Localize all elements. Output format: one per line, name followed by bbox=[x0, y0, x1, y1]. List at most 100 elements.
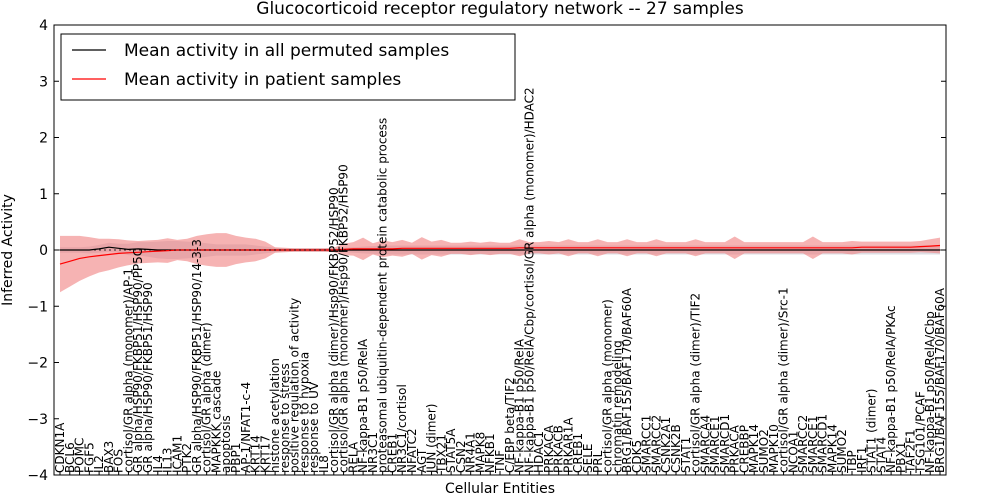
x-tick-label: NFATC2 bbox=[405, 428, 419, 473]
x-tick-label: BRG1/BAF155/BAF170/BAF60A bbox=[620, 287, 634, 473]
chart-title: Glucocorticoid receptor regulatory netwo… bbox=[256, 0, 744, 19]
x-tick-label: response to hypoxia bbox=[297, 352, 311, 473]
x-tick-label: GR alpha/HSP90/FKBP51/HSP90/14-3-3 bbox=[190, 239, 204, 473]
x-tick-label: FOS bbox=[112, 449, 126, 473]
x-tick-label: NFKB1 bbox=[483, 433, 497, 473]
plot-frame bbox=[53, 24, 947, 476]
x-tick-label: proteasomal ubiquitin-dependent protein … bbox=[376, 118, 390, 473]
x-tick-label: NF-kappa-B1 p50/RelA bbox=[356, 338, 370, 473]
x-tick-label: cortisol/GR alpha (dimer)/TIF2 bbox=[689, 293, 703, 473]
x-tick-label: C/EBP beta/TIF2 bbox=[503, 377, 517, 473]
x-tick-label: SUMO2 bbox=[757, 429, 771, 473]
legend-label-permuted: Mean activity in all permuted samples bbox=[124, 41, 449, 61]
x-tick-label: IL2 bbox=[92, 455, 106, 473]
y-tick-label: −1 bbox=[27, 299, 48, 315]
x-tick-label: BCL6 bbox=[63, 442, 77, 473]
x-tick-label: response to stress bbox=[278, 363, 292, 473]
y-tick-label: 2 bbox=[39, 131, 48, 147]
x-tick-label: NR3C1/cortisol bbox=[395, 384, 409, 473]
x-tick-label: PRKAR1A bbox=[561, 417, 575, 473]
x-tick-label: CSNK2B bbox=[669, 424, 683, 473]
x-tick-label: cortisol/GR alpha (dimer) bbox=[200, 322, 214, 473]
x-tick-label: TNF bbox=[493, 450, 507, 474]
x-tick-label: MAPKKK cascade bbox=[209, 371, 223, 473]
x-tick-label: CSN2 bbox=[454, 440, 468, 473]
x-tick-label: cortisol/GR alpha (dimer)/Src-1 bbox=[777, 287, 791, 473]
x-tick-label: SMARCD1 bbox=[718, 414, 732, 473]
x-tick-label: positive regulation of activity bbox=[288, 298, 302, 473]
x-tick-label: SELE bbox=[581, 444, 595, 473]
x-tick-label: MAPK14 bbox=[747, 424, 761, 473]
x-tick-label: CREB1 bbox=[571, 433, 585, 473]
x-tick-label: IL4 bbox=[151, 455, 165, 473]
x-tick-label: SMARCC1 bbox=[640, 415, 654, 473]
x-tick-label: PBX1 bbox=[894, 442, 908, 473]
y-tick-label: 1 bbox=[39, 187, 48, 203]
x-tick-label: NR3C1 bbox=[366, 432, 380, 473]
x-tick-label: BRG1/BAF155/BAF170/BAF60A bbox=[933, 287, 947, 473]
x-tick-label: cortisol/GR alpha (monomer) bbox=[601, 299, 615, 473]
x-tick-label: NCOA1 bbox=[786, 431, 800, 473]
x-tick-label: chromatin remodeling bbox=[610, 340, 624, 473]
x-tick-label: NF-kappa-B1 p50/RelA bbox=[513, 338, 527, 473]
x-tick-label: BAX3 bbox=[102, 441, 116, 473]
x-tick-label: TBX21 bbox=[434, 434, 448, 474]
x-tick-label: SUMO2 bbox=[835, 429, 849, 473]
x-tick-label: IL8 bbox=[317, 455, 331, 473]
x-tick-label: PRKACA bbox=[728, 424, 742, 473]
x-axis-label: Cellular Entities bbox=[445, 481, 555, 497]
x-tick-label: STAT1 (dimer) bbox=[865, 389, 879, 473]
x-tick-label: MAPK8 bbox=[473, 432, 487, 473]
x-tick-label: FGF5 bbox=[82, 442, 96, 473]
x-tick-label: AP-1/NFAT1-c-4 bbox=[239, 382, 253, 473]
x-tick-label: HDAC1 bbox=[532, 431, 546, 473]
x-tick-label: SMARCD1 bbox=[816, 414, 830, 473]
x-tick-label: ICAM1 bbox=[170, 435, 184, 473]
x-tick-label: cortisol/GR alpha (monomer)/Hsp90/FKBP52… bbox=[337, 164, 351, 473]
x-tick-label: AGT bbox=[415, 448, 429, 473]
x-tick-label: TBP bbox=[845, 450, 859, 474]
x-tick-label: MAPK14 bbox=[825, 424, 839, 473]
x-tick-label: CREB1 bbox=[385, 433, 399, 473]
x-tick-label: SMARCA4 bbox=[698, 415, 712, 473]
x-tick-label: CDK5 bbox=[630, 440, 644, 473]
x-tick-label: NF-kappa-B1 p50/RelA/Cbp bbox=[923, 311, 937, 473]
y-tick-label: −4 bbox=[27, 468, 48, 484]
x-tick-label: PTK2 bbox=[180, 443, 194, 473]
x-tick-label: apoptosis bbox=[219, 415, 233, 473]
x-tick-label: POMC bbox=[73, 438, 87, 473]
x-tick-label: GR alpha/HSP90/FKBP51/HSP90 bbox=[141, 282, 155, 473]
x-tick-label: cortisol/GR alpha (dimer)/Hsp90/FKBP52/H… bbox=[327, 187, 341, 473]
x-tick-label: KRT14 bbox=[249, 435, 263, 473]
legend-label-patient: Mean activity in patient samples bbox=[124, 70, 401, 90]
x-tick-label: STAT1 bbox=[679, 437, 693, 473]
x-tick-label: STAT4 bbox=[874, 437, 888, 473]
y-tick-label: 3 bbox=[39, 74, 48, 90]
x-tick-label: NF-kappa-B1 p50/RelA/PKAc bbox=[884, 305, 898, 473]
x-tick-label: TAF2F1 bbox=[904, 429, 918, 474]
y-tick-label: −2 bbox=[27, 356, 48, 372]
x-tick-label: PBP1 bbox=[229, 443, 243, 473]
y-axis-label: Inferred Activity bbox=[0, 194, 16, 306]
x-tick-label: JUN (dimer) bbox=[425, 404, 439, 474]
x-tick-label: KRT17 bbox=[258, 435, 272, 473]
x-tick-label: CREBBP bbox=[737, 425, 751, 473]
x-tick-label: CDKN1A bbox=[53, 422, 67, 473]
x-tick-label: TSG101/PCAF bbox=[913, 391, 927, 474]
y-tick-label: −3 bbox=[27, 412, 48, 428]
x-tick-label: cortisol/GR alpha (monomer)/AP-1 bbox=[121, 268, 135, 473]
x-tick-label: SMARCC2 bbox=[796, 415, 810, 473]
x-tick-label: response to UV bbox=[307, 381, 321, 473]
series-1-line bbox=[59, 244, 941, 265]
x-tick-label: RELA bbox=[346, 441, 360, 473]
legend-box bbox=[60, 33, 516, 101]
x-tick-label: NF-kappa-B1 p50/RelA/Cbp/cortisol/GR alp… bbox=[522, 87, 536, 473]
x-tick-label: IRF1 bbox=[855, 447, 869, 473]
x-tick-label: PRKACA bbox=[542, 424, 556, 473]
x-tick-label: histone acetylation bbox=[268, 358, 282, 473]
x-tick-label: SMARCE1 bbox=[806, 415, 820, 473]
x-tick-label: IL13 bbox=[161, 448, 175, 474]
x-tick-label: MAPK10 bbox=[767, 424, 781, 473]
x-tick-label: STAT5A bbox=[444, 428, 458, 473]
